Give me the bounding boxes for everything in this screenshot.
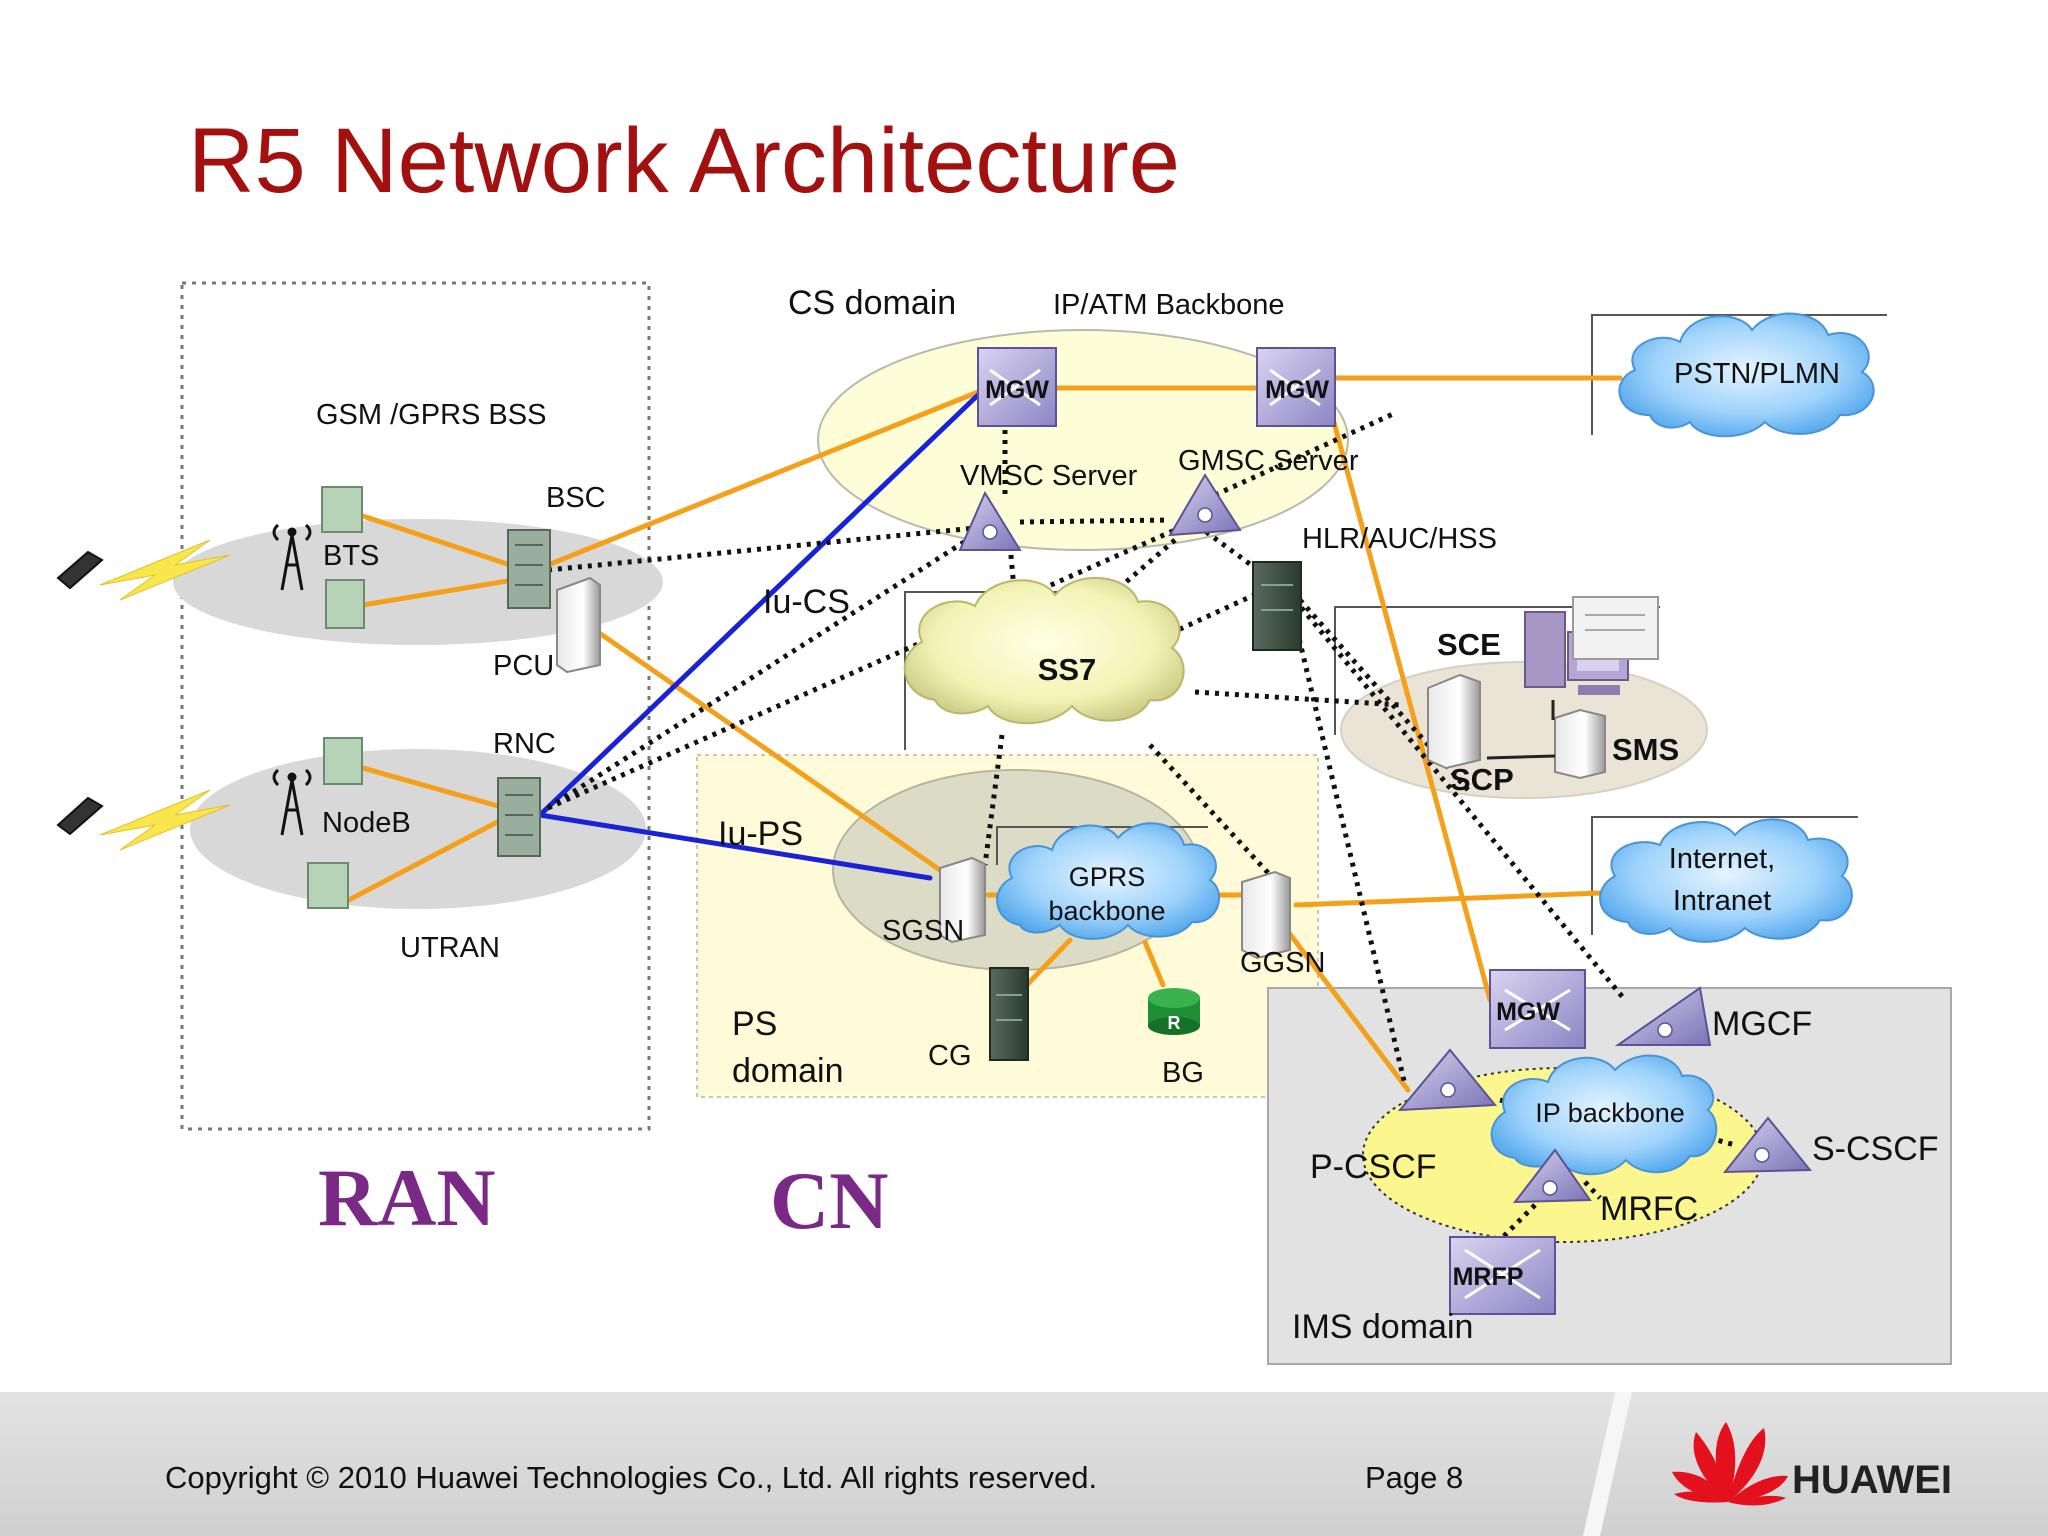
label-scp: SCP — [1450, 762, 1514, 797]
label-sgsn: SGSN — [882, 915, 964, 947]
mgw-box-1: MGW — [977, 347, 1057, 427]
pstn-plmn-cloud — [1618, 312, 1875, 438]
huawei-logo-icon — [1672, 1422, 1788, 1506]
ran-region — [180, 281, 651, 1131]
label-ps-domain-2: domain — [732, 1052, 844, 1090]
label-internet-1: Internet, — [1669, 843, 1775, 875]
label-ss7: SS7 — [1038, 652, 1097, 687]
label-ip-atm-backbone: IP/ATM Backbone — [1053, 289, 1285, 321]
label-cg: CG — [928, 1040, 972, 1072]
server-triangles — [958, 473, 1813, 1204]
footer-brand: HUAWEI — [1792, 1458, 1952, 1502]
antenna-icon-bts — [272, 523, 312, 591]
mrfp-box: MRFP — [1449, 1236, 1556, 1315]
label-mrfc: MRFC — [1600, 1190, 1698, 1228]
label-iu-ps: Iu-PS — [718, 815, 803, 853]
label-nodeb: NodeB — [322, 807, 411, 839]
label-gprs-1: GPRS — [1069, 862, 1146, 892]
mgw-label-1: MGW — [985, 376, 1049, 404]
mgw-box-2: MGW — [1256, 347, 1336, 427]
mrfp-label-box: MRFP — [1453, 1263, 1524, 1291]
mgw-label-2: MGW — [1265, 376, 1329, 404]
label-gmsc-server: GMSC Server — [1178, 445, 1359, 477]
label-mgcf: MGCF — [1712, 1005, 1812, 1043]
label-sce: SCE — [1437, 627, 1501, 662]
blue-links — [537, 392, 981, 881]
label-cn: CN — [770, 1155, 888, 1246]
label-gprs-2: backbone — [1048, 896, 1165, 926]
gear-icons — [982, 507, 1770, 1196]
label-ps-domain-1: PS — [732, 1005, 777, 1043]
bg-router-letter: R — [1168, 1013, 1181, 1033]
ip-backbone-cloud — [1490, 1054, 1718, 1176]
label-utran: UTRAN — [400, 932, 500, 964]
label-pcu: PCU — [493, 650, 554, 682]
orange-links — [342, 375, 1628, 1093]
server-icons — [556, 576, 1659, 960]
antenna-icon-nodeb — [272, 768, 312, 836]
bg-router-icon: R — [1148, 988, 1200, 1035]
utran-ellipse — [190, 749, 646, 909]
mobile-phone-icons — [56, 550, 104, 836]
signaling-links — [546, 411, 1736, 1257]
internet-cloud — [1599, 818, 1853, 943]
label-ran: RAN — [318, 1152, 496, 1243]
footer-copyright: Copyright © 2010 Huawei Technologies Co.… — [165, 1460, 1097, 1495]
footer-page-number: Page 8 — [1365, 1460, 1463, 1495]
label-gsm-gprs-bss: GSM /GPRS BSS — [316, 399, 546, 431]
label-internet-2: Intranet — [1673, 885, 1771, 917]
label-hlr-auc-hss: HLR/AUC/HSS — [1302, 523, 1497, 555]
gprs-backbone-cloud — [996, 822, 1220, 940]
label-vmsc-server: VMSC Server — [960, 460, 1138, 492]
bracket-sce — [1334, 606, 1660, 735]
label-pstn-plmn: PSTN/PLMN — [1674, 358, 1840, 390]
label-iu-cs: Iu-CS — [763, 583, 850, 621]
label-bg: BG — [1162, 1057, 1204, 1089]
label-p-cscf: P-CSCF — [1310, 1148, 1437, 1186]
label-sms: SMS — [1612, 732, 1679, 767]
label-ggsn: GGSN — [1240, 947, 1325, 979]
page-title: R5 Network Architecture — [188, 110, 1180, 212]
footer-divider — [1583, 1392, 1632, 1536]
label-s-cscf: S-CSCF — [1812, 1130, 1939, 1168]
rack-icons — [307, 486, 1302, 1061]
label-ims-domain: IMS domain — [1292, 1308, 1473, 1346]
label-rnc: RNC — [493, 728, 556, 760]
ss7-cloud — [903, 576, 1185, 725]
label-cs-domain: CS domain — [788, 284, 956, 322]
label-bts: BTS — [323, 540, 379, 572]
label-ip-backbone: IP backbone — [1535, 1098, 1685, 1128]
mgw-label-ims: MGW — [1496, 998, 1560, 1026]
mgw-box-ims: MGW — [1489, 969, 1586, 1049]
lightning-icons — [99, 539, 231, 851]
label-bsc: BSC — [546, 482, 606, 514]
